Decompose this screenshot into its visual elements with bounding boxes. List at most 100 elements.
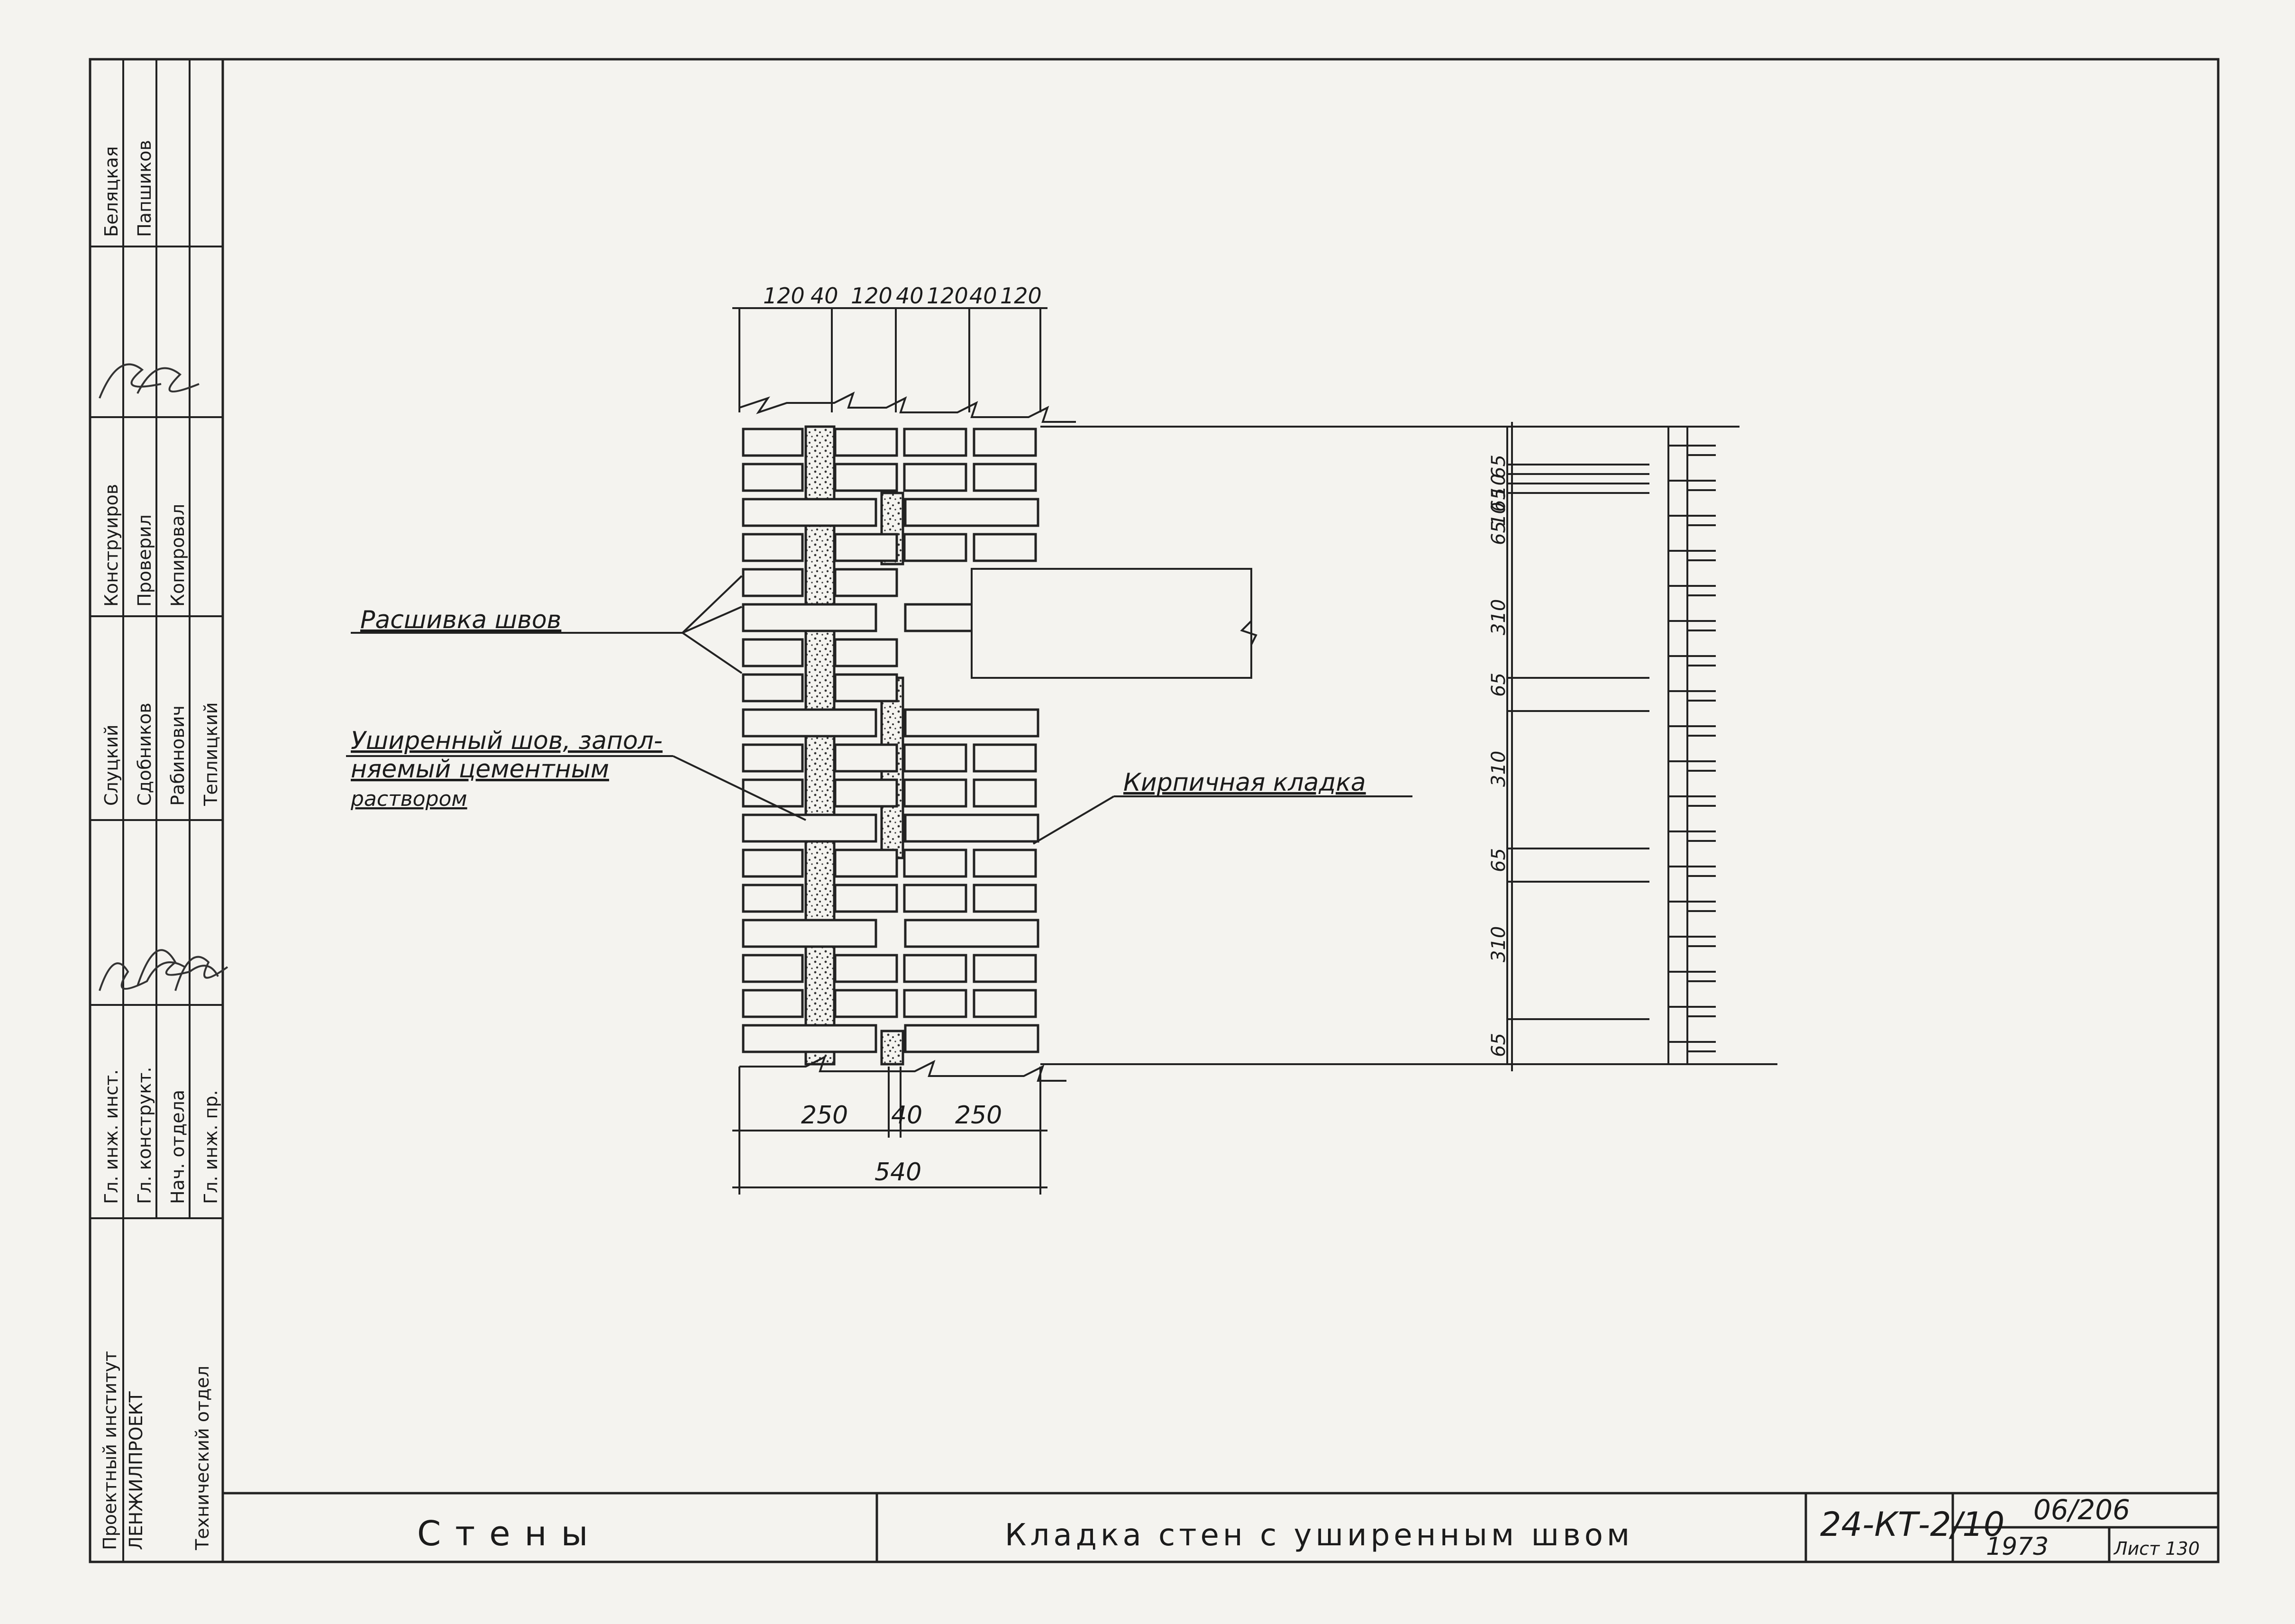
title-block-text: Стены Кладка стен с уширенным швом 24-КТ…	[417, 1494, 2200, 1561]
brick	[903, 428, 967, 457]
dim-vertical: 310	[1488, 751, 1510, 787]
label-widened-joint-3: раствором	[350, 787, 467, 811]
widened-joint-mid	[880, 1030, 904, 1066]
brick	[834, 673, 898, 703]
leader-lines	[346, 575, 1412, 845]
sheet-frame	[89, 58, 2220, 1563]
sheet-label: Лист 130	[2113, 1538, 2200, 1559]
dim-bottom-1: 250	[801, 1101, 848, 1130]
drawing-code: 24-КТ-2/10	[1820, 1505, 2004, 1544]
brick	[973, 463, 1037, 492]
brick	[903, 848, 967, 878]
brick	[834, 568, 898, 597]
brick	[742, 743, 804, 773]
side-stamp	[90, 59, 223, 1562]
brick	[973, 778, 1037, 808]
year: 1973	[1986, 1533, 2049, 1561]
dim-vertical: 65	[1488, 488, 1510, 512]
brick	[742, 813, 877, 843]
dim-vertical: 10	[1488, 502, 1510, 526]
stamp-action-1: Конструиров	[101, 484, 122, 607]
brick	[742, 848, 804, 878]
dim-vertical: 65	[1488, 521, 1510, 545]
label-widened-joint-1: Уширенный шов, запол-	[351, 727, 663, 755]
brick	[742, 428, 804, 457]
stamp-name-1: Беляцкая	[101, 146, 122, 237]
dim-bottom-3: 250	[955, 1101, 1002, 1130]
brick	[834, 884, 898, 913]
drawing-title: Кладка стен с уширенным швом	[1005, 1518, 1633, 1553]
brick	[834, 848, 898, 878]
brick	[834, 638, 898, 667]
brick	[973, 884, 1037, 913]
brick	[973, 428, 1037, 457]
brick	[973, 954, 1037, 983]
dim-bottom-2: 40	[891, 1101, 922, 1130]
brick	[742, 884, 804, 913]
brick	[742, 638, 804, 667]
dim-vertical: 65	[1488, 1033, 1510, 1057]
brick	[904, 1024, 1039, 1053]
brick	[973, 533, 1037, 562]
brick	[834, 463, 898, 492]
dim-top-6: 40	[969, 283, 997, 309]
label-brickwork: Кирпичная кладка	[1123, 768, 1366, 797]
dim-vertical: 10	[1488, 474, 1510, 498]
brick	[903, 743, 967, 773]
stamp-institute-1: Проектный институт	[100, 1351, 120, 1550]
brick	[904, 919, 1039, 948]
label-widened-joint-2: няемый цементным	[351, 755, 609, 784]
stamp-department: Технический отдел	[192, 1366, 213, 1551]
section-view	[1506, 427, 1716, 1064]
brick	[742, 603, 877, 632]
stamp-role-2: Гл. конструкт.	[134, 1067, 155, 1204]
brick	[973, 743, 1037, 773]
brick	[904, 498, 1039, 527]
floor-slab	[971, 426, 1777, 1065]
brick	[904, 708, 1039, 738]
dim-vertical: 310	[1488, 926, 1510, 962]
dim-top-2: 40	[811, 283, 838, 309]
stamp-name-2: Слуцкий	[101, 724, 122, 806]
brick	[742, 568, 804, 597]
brick	[742, 463, 804, 492]
top-dimensions: 120 40 120 40 120 40 120	[732, 283, 1047, 309]
brick	[973, 989, 1037, 1018]
brick	[834, 954, 898, 983]
side-stamp-text: Гл. инж. инст. Гл. конструкт. Нач. отдел…	[100, 140, 221, 1551]
stamp-name-6: Папшиков	[134, 140, 155, 237]
brick	[903, 778, 967, 808]
brick	[834, 533, 898, 562]
dim-top-4: 40	[896, 283, 924, 309]
stamp-action-2: Проверил	[134, 514, 155, 607]
stamp-role-1: Гл. инж. инст.	[101, 1069, 122, 1204]
stamp-role-3: Нач. отдела	[167, 1090, 188, 1204]
brick	[742, 498, 877, 527]
brick	[742, 919, 877, 948]
brick	[834, 989, 898, 1018]
stamp-action-3: Копировал	[167, 504, 188, 607]
brick	[903, 954, 967, 983]
widened-joint-left	[804, 425, 836, 1066]
stamp-name-3: Сдобников	[134, 703, 155, 806]
label-jointing: Расшивка швов	[360, 606, 561, 634]
brick	[742, 673, 804, 703]
brick	[904, 813, 1039, 843]
dim-top-3: 120	[851, 283, 892, 309]
signatures	[99, 363, 228, 991]
sheet-id: 06/206	[2033, 1494, 2130, 1526]
brick	[742, 533, 804, 562]
brick	[742, 778, 804, 808]
dim-top-5: 120	[927, 283, 968, 309]
stamp-name-4: Рабинович	[167, 705, 188, 806]
brick-wall	[742, 425, 1039, 1066]
stamp-role-4: Гл. инж. пр.	[200, 1090, 221, 1204]
dim-vertical: 65	[1488, 455, 1510, 479]
brick	[742, 989, 804, 1018]
dim-top-1: 120	[763, 283, 805, 309]
brick	[742, 1024, 877, 1053]
brick	[742, 708, 877, 738]
dim-vertical: 65	[1488, 848, 1510, 872]
brick	[834, 428, 898, 457]
